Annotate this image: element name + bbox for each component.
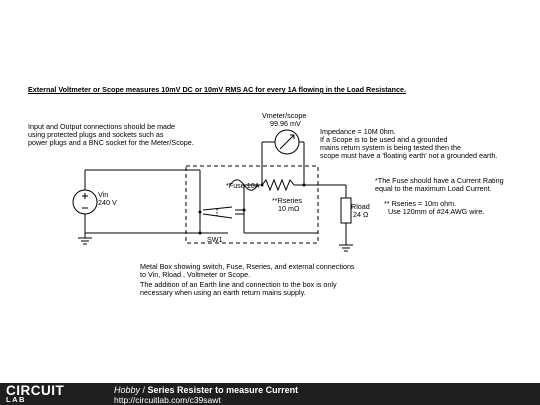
note-box-line-3: The addition of an Earth line and connec… <box>140 280 337 289</box>
note-fuse-line-1: *The Fuse should have a Current Rating <box>375 176 504 185</box>
rseries-symbol <box>261 178 295 192</box>
switch-label: SW1 <box>207 235 223 244</box>
note-connections-line-3: power plugs and a BNC socket for the Met… <box>28 138 194 147</box>
circuit-name: Series Resister to measure Current <box>147 385 299 395</box>
rload-symbol <box>340 197 352 224</box>
note-box-line-1: Metal Box showing switch, Fuse, Rseries,… <box>140 262 355 271</box>
note-impedance-line-4: scope must have a 'floating earth' not a… <box>320 151 498 160</box>
diagram-title: External Voltmeter or Scope measures 10m… <box>28 85 406 94</box>
circuit-category[interactable]: Hobby <box>114 385 141 395</box>
note-rseries-line-2: Use 120mm of #24 AWG wire. <box>388 207 485 216</box>
note-connections-line-2: using protected plugs and sockets such a… <box>28 130 164 139</box>
fuse-symbol <box>229 179 259 191</box>
circuitlab-logo[interactable]: CIRCUIT <box>6 383 65 398</box>
note-impedance-line-2: If a Scope is to be used and a grounded <box>320 135 448 144</box>
fuse-label: *Fuse 10A <box>226 181 260 190</box>
voltmeter-symbol <box>274 129 300 155</box>
circuit-title: Hobby / Series Resister to measure Curre… <box>114 385 298 395</box>
note-fuse-line-2: equal to the maximum Load Current. <box>375 184 492 193</box>
vin-label: Vin <box>98 190 109 199</box>
note-connections-line-1: Input and Output connections should be m… <box>28 122 176 131</box>
vin-value: 240 V <box>98 198 117 207</box>
title-separator: / <box>140 385 148 395</box>
meter-label: Vmeter/scope <box>262 111 307 120</box>
meter-reading: 99.96 mV <box>270 119 301 128</box>
note-box-line-4: necessary when using an earth return mai… <box>140 288 306 297</box>
note-impedance-line-1: Impedance = 10M 0hm. <box>320 127 396 136</box>
note-box-line-2: to Vin, Rload , Voltmeter or Scope. <box>140 270 251 279</box>
rload-value: 24 Ω <box>353 210 369 219</box>
rseries-value: 10 mΩ <box>278 204 300 213</box>
rseries-label: **Rseries <box>272 196 302 205</box>
circuit-url-link[interactable]: http://circuitlab.com/c39sawt <box>114 395 221 405</box>
rload-label: Rload <box>351 202 370 211</box>
footer-bar: CIRCUIT LAB Hobby / Series Resister to m… <box>0 383 540 405</box>
circuitlab-logo-sub: LAB <box>6 395 26 404</box>
note-rseries-line-1: ** Rseries = 10m ohm. <box>384 199 457 208</box>
metal-box-outline <box>185 165 319 244</box>
note-impedance-line-3: mains return system is being tested then… <box>320 143 462 152</box>
switch-blade-upper <box>202 206 233 211</box>
